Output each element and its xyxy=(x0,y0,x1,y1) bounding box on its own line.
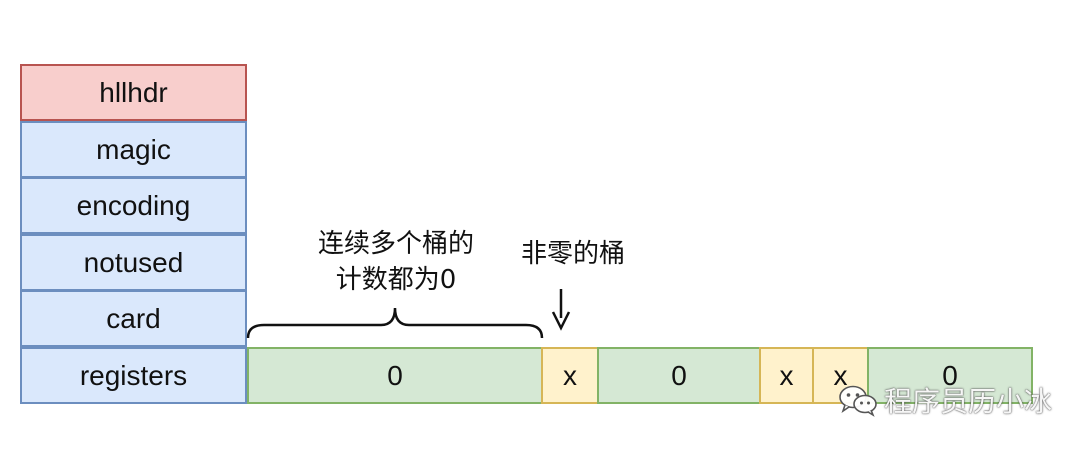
card-field: card xyxy=(20,290,247,347)
register-zero-run-1: 0 xyxy=(247,347,543,404)
watermark-text: 程序员历小冰 xyxy=(884,385,1053,418)
notused-label: notused xyxy=(83,246,184,278)
zero-run-note-line1: 连续多个桶的 xyxy=(317,229,474,259)
register-value: x xyxy=(779,359,794,391)
registers-label: registers xyxy=(79,359,188,391)
wechat-icon xyxy=(839,385,877,417)
zero-run-brace xyxy=(246,307,544,339)
register-zero-run-2: 0 xyxy=(597,347,761,404)
card-label: card xyxy=(106,302,161,334)
register-zero-run-3: 0 xyxy=(867,347,1033,404)
nonzero-arrow-head xyxy=(551,311,571,331)
register-value: 0 xyxy=(671,359,687,391)
zero-run-note-line2: 计数都为0 xyxy=(335,265,457,295)
nonzero-note-text: 非零的桶 xyxy=(520,239,625,269)
register-value: x xyxy=(833,359,848,391)
register-value: x xyxy=(563,359,577,391)
registers-field: registers xyxy=(20,347,247,404)
nonzero-note: 非零的桶 xyxy=(508,236,638,272)
register-value: 0 xyxy=(387,359,403,391)
register-value: 0 xyxy=(942,359,958,391)
hllhdr-field: hllhdr xyxy=(20,64,247,121)
zero-run-note: 连续多个桶的 计数都为0 xyxy=(300,226,492,298)
magic-label: magic xyxy=(96,133,171,165)
notused-field: notused xyxy=(20,234,247,291)
watermark: 程序员历小冰 xyxy=(838,380,1052,420)
hllhdr-label: hllhdr xyxy=(99,76,168,108)
encoding-field: encoding xyxy=(20,177,247,234)
encoding-label: encoding xyxy=(76,189,191,221)
